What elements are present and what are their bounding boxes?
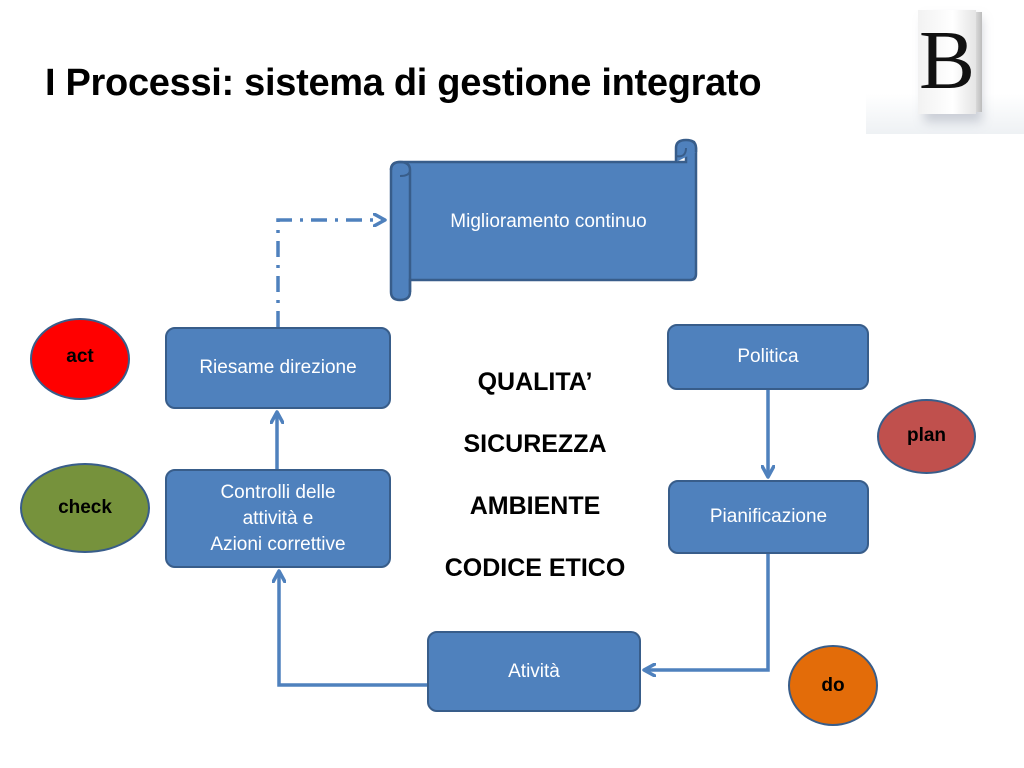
phase-act[interactable]: act [30, 318, 130, 400]
box-attivita[interactable]: Atività [427, 631, 641, 712]
box-pianificazione[interactable]: Pianificazione [668, 480, 869, 554]
logo-letter: B [918, 14, 976, 107]
box-label-line: attività e [242, 507, 314, 529]
box-label: Riesame direzione [199, 357, 357, 378]
area-qualita: QUALITA’ [477, 368, 593, 396]
book-icon: B [918, 10, 982, 114]
page-title: I Processi: sistema di gestione integrat… [45, 62, 762, 104]
area-sicurezza: SICUREZZA [463, 430, 607, 458]
box-label-line: Controlli delle [220, 481, 336, 503]
connector-attivita-controlli [279, 572, 427, 687]
phase-label: do [821, 674, 845, 696]
box-label: Atività [508, 660, 560, 682]
box-label: Pianificazione [709, 506, 828, 527]
scroll-shape [389, 138, 698, 302]
area-codice-etico: CODICE ETICO [444, 554, 626, 582]
phase-plan[interactable]: plan [877, 399, 976, 474]
logo-image: B [866, 0, 1024, 134]
box-controlli[interactable]: Controlli delle attività e Azioni corret… [165, 469, 391, 568]
management-areas: QUALITA’ SICUREZZA AMBIENTE CODICE ETICO [420, 360, 650, 608]
miglioramento-continuo-label: Miglioramento continuo [450, 211, 647, 232]
phase-label: plan [906, 424, 947, 446]
phase-check[interactable]: check [20, 463, 150, 553]
phase-label: act [66, 346, 94, 367]
area-ambiente: AMBIENTE [469, 492, 601, 520]
box-riesame-direzione[interactable]: Riesame direzione [165, 327, 391, 409]
box-label-line: Azioni correttive [210, 533, 346, 555]
connector-pianificazione-attivita [645, 553, 770, 670]
box-label: Politica [737, 346, 799, 367]
box-politica[interactable]: Politica [667, 324, 869, 390]
book-spine [976, 12, 982, 112]
phase-label: check [58, 497, 112, 518]
phase-do[interactable]: do [788, 645, 878, 726]
connector-riesame-miglioramento [276, 220, 384, 327]
